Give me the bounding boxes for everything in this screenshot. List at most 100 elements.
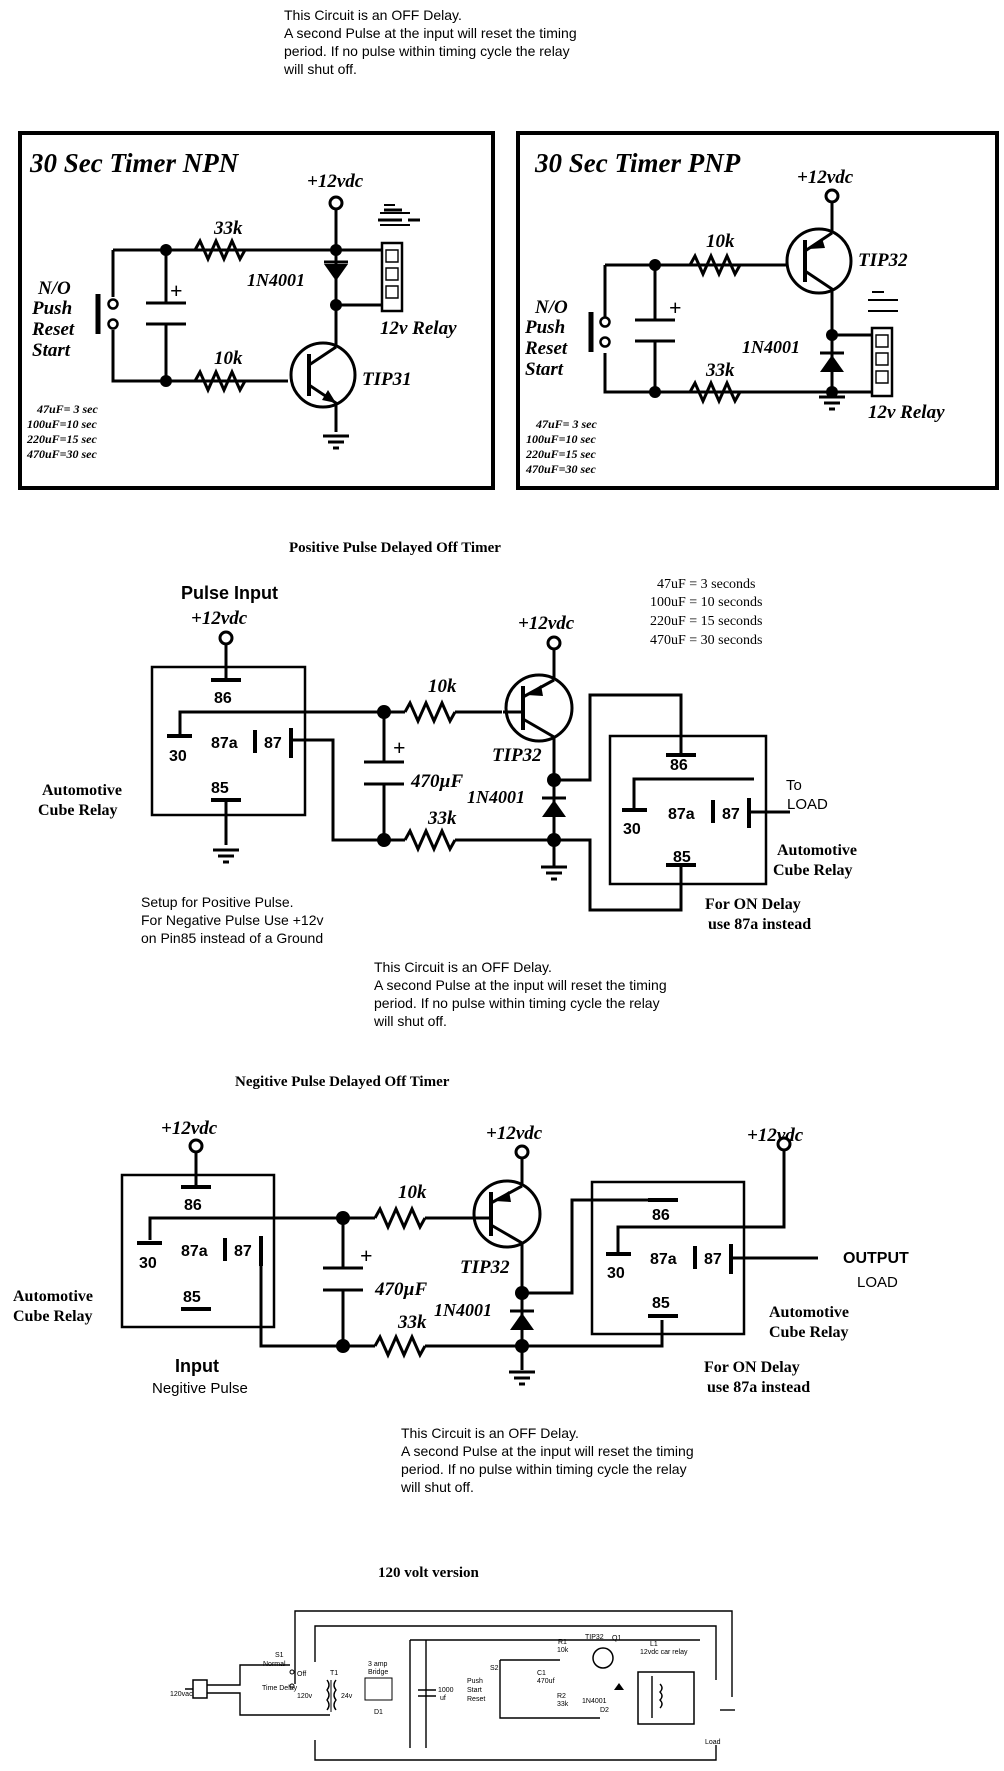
npn-relay-coil xyxy=(380,241,404,313)
svg-text:N/O: N/O xyxy=(534,297,568,318)
svg-text:3 amp: 3 amp xyxy=(368,1661,388,1668)
npn-r1-label: 33k xyxy=(213,218,243,239)
svg-text:86: 86 xyxy=(652,1207,670,1224)
bridge-rectifier xyxy=(364,1677,393,1701)
svg-text:T1: T1 xyxy=(330,1670,338,1677)
neg-resistor-33k xyxy=(373,1333,427,1359)
pnp-supply-label: +12vdc xyxy=(797,167,854,188)
q1-transistor xyxy=(592,1647,614,1669)
negative-pulse-timer: Negitive Pulse Delayed Off Timer +12vdc … xyxy=(13,1074,909,1495)
svg-text:220uF = 15 seconds: 220uF = 15 seconds xyxy=(650,614,763,629)
svg-text:86: 86 xyxy=(184,1197,202,1214)
pnp-transistor-label: TIP32 xyxy=(858,250,908,271)
svg-text:Reset: Reset xyxy=(467,1696,485,1703)
svg-text:A second Pulse at the input wi: A second Pulse at the input will reset t… xyxy=(374,977,667,993)
svg-text:+12vdc: +12vdc xyxy=(161,1118,218,1139)
svg-text:85: 85 xyxy=(673,849,691,866)
svg-text:Start: Start xyxy=(525,359,564,380)
svg-text:For ON Delay: For ON Delay xyxy=(704,1359,800,1376)
svg-text:Off: Off xyxy=(297,1671,306,1678)
svg-text:on Pin85 instead of a Ground: on Pin85 instead of a Ground xyxy=(141,930,323,946)
pos-transistor xyxy=(504,673,574,743)
npn-title: 30 Sec Timer NPN xyxy=(29,148,240,178)
svg-text:33k: 33k xyxy=(557,1701,569,1708)
svg-text:This Circuit is an OFF Delay.: This Circuit is an OFF Delay. xyxy=(401,1425,579,1441)
svg-text:220uF=15 sec: 220uF=15 sec xyxy=(525,447,597,461)
svg-text:Automotive: Automotive xyxy=(769,1304,849,1321)
svg-text:C1: C1 xyxy=(537,1670,546,1677)
svg-text:33k: 33k xyxy=(427,808,457,829)
npn-resistor-10k xyxy=(193,368,247,394)
svg-text:87: 87 xyxy=(722,806,740,823)
svg-text:use 87a instead: use 87a instead xyxy=(708,916,811,933)
svg-text:+12vdc: +12vdc xyxy=(518,613,575,634)
svg-text:S1: S1 xyxy=(275,1652,284,1659)
pnp-resistor-33k xyxy=(688,379,742,405)
svg-text:10k: 10k xyxy=(706,231,735,252)
svg-text:period. If no pulse within tim: period. If no pulse within timing cycle … xyxy=(401,1461,687,1477)
svg-text:A second Pulse at the input wi: A second Pulse at the input will reset t… xyxy=(401,1443,694,1459)
svg-text:LOAD: LOAD xyxy=(787,796,828,813)
svg-text:Start: Start xyxy=(32,340,71,361)
svg-text:will shut off.: will shut off. xyxy=(373,1013,447,1029)
npn-relay-label: 12v Relay xyxy=(380,318,457,339)
svg-text:For Negative Pulse Use +12v: For Negative Pulse Use +12v xyxy=(141,912,323,928)
svg-text:Input: Input xyxy=(175,1356,219,1376)
pos-resistor-33k xyxy=(403,827,457,853)
svg-text:120 volt version: 120 volt version xyxy=(378,1565,479,1581)
svg-text:+12vdc: +12vdc xyxy=(191,608,248,629)
pos-resistor-10k xyxy=(403,699,457,725)
pos-diode xyxy=(542,800,566,817)
pnp-resistor-10k xyxy=(688,252,742,278)
svg-text:86: 86 xyxy=(670,757,688,774)
svg-text:30: 30 xyxy=(139,1255,157,1272)
npn-timer-panel: 30 Sec Timer NPN +12vdc + 33k 10k 1N4001… xyxy=(18,131,495,490)
svg-text:100uF=10 sec: 100uF=10 sec xyxy=(526,432,597,446)
svg-text:S2: S2 xyxy=(490,1665,499,1672)
svg-text:85: 85 xyxy=(183,1289,201,1306)
svg-text:30: 30 xyxy=(623,821,641,838)
svg-text:220uF=15 sec: 220uF=15 sec xyxy=(26,432,98,446)
svg-text:470uF=30 sec: 470uF=30 sec xyxy=(26,447,98,461)
svg-text:1000: 1000 xyxy=(438,1687,454,1694)
svg-text:Cube Relay: Cube Relay xyxy=(773,862,853,879)
svg-text:87a: 87a xyxy=(181,1243,208,1260)
neg-resistor-10k xyxy=(373,1205,427,1231)
npn-r2-label: 10k xyxy=(214,348,243,369)
svg-text:Negitive Pulse Delayed Off Tim: Negitive Pulse Delayed Off Timer xyxy=(235,1074,450,1090)
svg-text:Cube Relay: Cube Relay xyxy=(769,1324,849,1341)
svg-text:Time Delay: Time Delay xyxy=(262,1685,298,1692)
svg-text:10k: 10k xyxy=(557,1647,569,1654)
pnp-transistor xyxy=(785,227,853,295)
pnp-diode xyxy=(820,355,844,372)
svg-text:470uF=30 sec: 470uF=30 sec xyxy=(525,462,597,476)
svg-text:N/O: N/O xyxy=(37,278,71,299)
neg-transistor xyxy=(472,1179,542,1249)
svg-text:87a: 87a xyxy=(668,806,695,823)
svg-text:120v: 120v xyxy=(297,1693,313,1700)
svg-text:TIP32: TIP32 xyxy=(460,1257,510,1278)
svg-text:100uF = 10 seconds: 100uF = 10 seconds xyxy=(650,595,763,610)
svg-text:Normal: Normal xyxy=(263,1661,286,1668)
svg-text:Pulse Input: Pulse Input xyxy=(181,583,278,603)
svg-text:12v Relay: 12v Relay xyxy=(868,402,945,423)
svg-text:will shut off.: will shut off. xyxy=(400,1479,474,1495)
positive-pulse-timer: Positive Pulse Delayed Off Timer 47uF = … xyxy=(38,540,857,1029)
npn-diode xyxy=(324,264,348,281)
svg-text:30: 30 xyxy=(607,1265,625,1282)
svg-text:Q1: Q1 xyxy=(612,1635,621,1642)
svg-text:uf: uf xyxy=(440,1695,446,1702)
svg-text:D1: D1 xyxy=(374,1709,383,1716)
svg-text:24v: 24v xyxy=(341,1693,353,1700)
svg-text:1N4001: 1N4001 xyxy=(742,337,800,357)
svg-text:1N4001: 1N4001 xyxy=(434,1300,492,1320)
neg-left-relay xyxy=(120,1173,276,1329)
svg-text:R1: R1 xyxy=(558,1639,567,1646)
pos-right-relay xyxy=(608,734,768,886)
plug-icon xyxy=(192,1679,208,1699)
note-line: will shut off. xyxy=(283,61,357,77)
svg-text:Load: Load xyxy=(705,1739,721,1746)
svg-text:Start: Start xyxy=(467,1687,482,1694)
svg-text:Automotive: Automotive xyxy=(13,1288,93,1305)
